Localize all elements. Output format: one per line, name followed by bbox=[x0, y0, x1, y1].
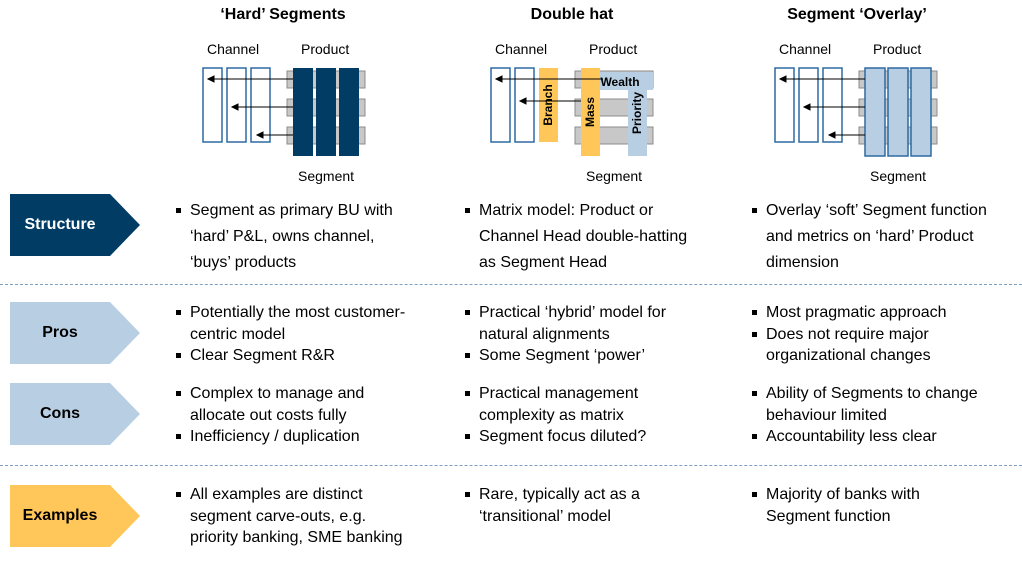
structure-double-hat: Matrix model: Product or Channel Head do… bbox=[465, 198, 705, 276]
product-label: Product bbox=[589, 41, 638, 57]
list-item: Ability of Segments to change behaviour … bbox=[752, 383, 987, 426]
channel-column-1 bbox=[490, 67, 511, 143]
cons-double-hat: Practical management complexity as matri… bbox=[465, 383, 705, 448]
segment-label: Segment bbox=[870, 168, 927, 184]
segment-label: Segment bbox=[298, 168, 355, 184]
segment-bar-2 bbox=[887, 67, 909, 157]
separator-2 bbox=[0, 465, 1022, 466]
chevron-shape bbox=[10, 383, 140, 445]
examples-double-hat: Rare, typically act as a ‘transitional’ … bbox=[465, 484, 705, 527]
list-item: Complex to manage and allocate out costs… bbox=[176, 383, 416, 426]
column-title-double-hat: Double hat bbox=[530, 6, 614, 23]
structure-hard-segments: Segment as primary BU with ‘hard’ P&L, o… bbox=[176, 198, 416, 276]
arrows bbox=[778, 75, 865, 139]
list-item: Inefficiency / duplication bbox=[176, 426, 416, 448]
list-item: Clear Segment R&R bbox=[176, 345, 416, 367]
list-item: Majority of banks with Segment function bbox=[752, 484, 987, 527]
examples-segment-overlay: Majority of banks with Segment function bbox=[752, 484, 987, 527]
branch-label: Branch bbox=[541, 84, 555, 125]
diagram-double-hat: Wealth Branch Mass Priority Channel Prod… bbox=[483, 38, 723, 188]
chevron-shape bbox=[10, 485, 140, 547]
row-label-structure: Structure bbox=[10, 194, 140, 256]
list-item: Practical ‘hybrid’ model for natural ali… bbox=[465, 302, 705, 345]
channel-label: Channel bbox=[779, 41, 832, 57]
pros-hard-segments: Potentially the most customer-centric mo… bbox=[176, 302, 416, 367]
product-label: Product bbox=[873, 41, 922, 57]
channel-column-3 bbox=[822, 67, 843, 143]
list-item: All examples are distinct segment carve-… bbox=[176, 484, 416, 549]
channel-label: Channel bbox=[207, 41, 260, 57]
list-item: Accountability less clear bbox=[752, 426, 987, 448]
cons-hard-segments: Complex to manage and allocate out costs… bbox=[176, 383, 416, 448]
arrows bbox=[494, 75, 603, 105]
chevron-shape bbox=[10, 194, 140, 256]
row-label-cons: Cons bbox=[10, 383, 140, 445]
separator-1 bbox=[0, 284, 1022, 285]
row-label-text: Structure bbox=[24, 216, 96, 233]
channel-label: Channel bbox=[495, 41, 548, 57]
segment-bar-3 bbox=[910, 67, 932, 157]
structure-segment-overlay: Overlay ‘soft’ Segment function and metr… bbox=[752, 198, 987, 276]
mass-bar bbox=[581, 68, 600, 156]
list-item: Segment focus diluted? bbox=[465, 426, 705, 448]
pros-double-hat: Practical ‘hybrid’ model for natural ali… bbox=[465, 302, 705, 367]
branch-bar bbox=[539, 68, 558, 142]
priority-bar bbox=[628, 72, 647, 156]
channel-column-1 bbox=[202, 67, 223, 143]
list-item: Overlay ‘soft’ Segment function and metr… bbox=[752, 198, 987, 276]
double-hat-svg: Wealth Branch Mass Priority bbox=[490, 67, 654, 156]
mass-label: Mass bbox=[583, 97, 597, 127]
row-label-examples: Examples bbox=[10, 485, 140, 547]
list-item: Does not require major organizational ch… bbox=[752, 324, 987, 367]
segment-bar-2 bbox=[316, 68, 336, 156]
row-label-text: Cons bbox=[40, 405, 80, 422]
channel-column-2 bbox=[514, 67, 535, 143]
segment-label: Segment bbox=[586, 168, 643, 184]
hard-segments-svg bbox=[202, 67, 366, 156]
cons-segment-overlay: Ability of Segments to change behaviour … bbox=[752, 383, 987, 448]
channel-column-3 bbox=[250, 67, 271, 143]
diagram-segment-overlay: Channel Product Segment bbox=[767, 38, 1007, 188]
segment-bar-1 bbox=[864, 67, 886, 157]
list-item: Rare, typically act as a ‘transitional’ … bbox=[465, 484, 705, 527]
pros-segment-overlay: Most pragmatic approach Does not require… bbox=[752, 302, 987, 367]
list-item: Segment as primary BU with ‘hard’ P&L, o… bbox=[176, 198, 416, 276]
list-item: Some Segment ‘power’ bbox=[465, 345, 705, 367]
list-item: Most pragmatic approach bbox=[752, 302, 987, 324]
list-item: Practical management complexity as matri… bbox=[465, 383, 705, 426]
channel-column-1 bbox=[774, 67, 795, 143]
column-title-segment-overlay: Segment ‘Overlay’ bbox=[787, 6, 927, 23]
column-title-hard-segments: ‘Hard’ Segments bbox=[220, 6, 346, 23]
segment-bar-3 bbox=[339, 68, 359, 156]
wealth-label: Wealth bbox=[600, 75, 639, 89]
row-label-pros: Pros bbox=[10, 302, 140, 364]
chevron-shape bbox=[10, 302, 140, 364]
diagram-hard-segments: Channel Product Segment bbox=[195, 38, 435, 188]
segment-overlay-svg bbox=[774, 67, 938, 157]
arrows bbox=[206, 75, 293, 139]
segment-bar-1 bbox=[293, 68, 313, 156]
row-label-text: Examples bbox=[22, 507, 98, 524]
row-label-text: Pros bbox=[42, 324, 78, 341]
examples-hard-segments: All examples are distinct segment carve-… bbox=[176, 484, 416, 549]
product-label: Product bbox=[301, 41, 350, 57]
list-item: Potentially the most customer-centric mo… bbox=[176, 302, 416, 345]
list-item: Matrix model: Product or Channel Head do… bbox=[465, 198, 705, 276]
priority-label: Priority bbox=[630, 92, 644, 134]
